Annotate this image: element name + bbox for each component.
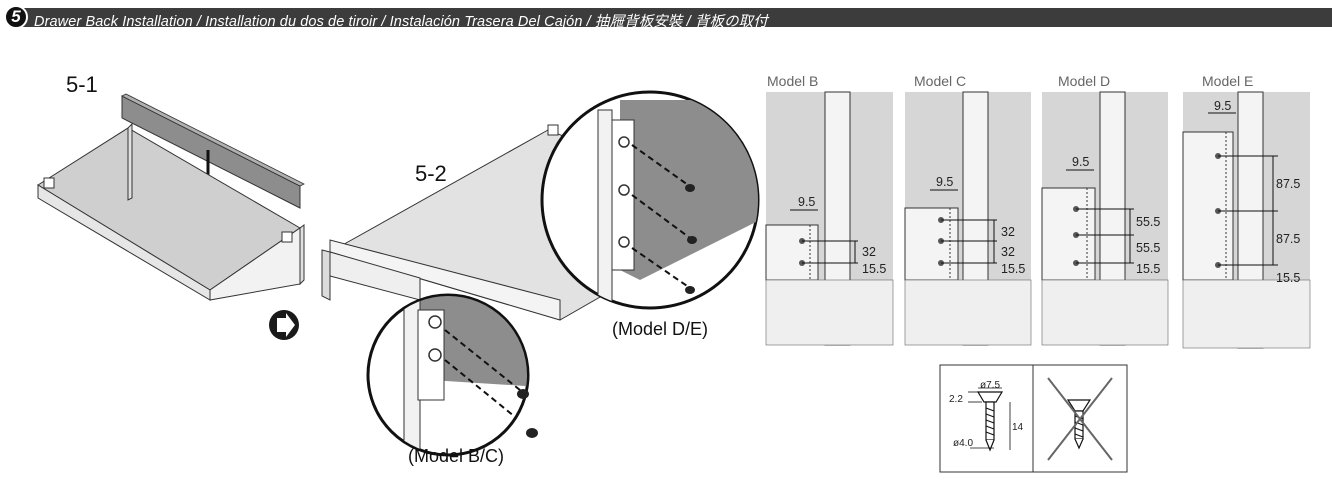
magnifier-model-de — [540, 90, 760, 310]
model-b-title: Model B — [767, 73, 819, 89]
model-c-dim-15-5: 15.5 — [1001, 262, 1025, 276]
next-arrow-icon — [269, 310, 299, 340]
spec-head-diameter: ø7.5 — [980, 380, 1000, 391]
model-e-title: Model E — [1202, 73, 1254, 89]
spec-head-height: 2.2 — [949, 394, 963, 405]
screw-spec-box: ø7.5 2.2 ø4.0 14 — [939, 364, 1128, 473]
model-c-panel: 9.5 32 32 15.5 — [904, 91, 1032, 346]
section-header: 5 Drawer Back Installation / Installatio… — [0, 5, 1332, 30]
model-c-dim-32-a: 32 — [1001, 225, 1015, 239]
model-e-dim-9-5: 9.5 — [1214, 99, 1231, 113]
caption-model-bc: (Model B/C) — [408, 446, 505, 466]
section-title: Drawer Back Installation / Installation … — [34, 14, 768, 30]
model-b-panel: 9.5 32 15.5 — [765, 91, 894, 346]
screw-icon — [976, 391, 1004, 452]
model-d-title: Model D — [1058, 73, 1111, 89]
magnifier-model-bc — [366, 293, 538, 457]
crossed-out-screw-icon — [1047, 377, 1113, 461]
drawer-step1-illustration — [37, 93, 305, 301]
model-b-dim-15-5: 15.5 — [862, 262, 886, 276]
model-c-title: Model C — [914, 73, 967, 89]
step-5-2-label: 5-2 — [415, 161, 447, 186]
model-d-dim-15-5: 15.5 — [1136, 262, 1160, 276]
spec-shank-diameter: ø4.0 — [953, 438, 973, 449]
model-e-dim-15-5: 15.5 — [1276, 271, 1300, 285]
model-d-dim-55-5-b: 55.5 — [1136, 241, 1160, 255]
model-c-dim-32-b: 32 — [1001, 245, 1015, 259]
step-5-1-label: 5-1 — [66, 72, 98, 97]
model-d-dim-9-5: 9.5 — [1072, 155, 1089, 169]
model-d-dim-55-5-a: 55.5 — [1136, 215, 1160, 229]
screw-icon — [517, 389, 538, 438]
spec-length: 14 — [1012, 422, 1024, 433]
header-bar — [14, 8, 1332, 27]
model-b-dim-9-5: 9.5 — [798, 195, 815, 209]
model-c-dim-9-5: 9.5 — [936, 175, 953, 189]
caption-model-de: (Model D/E) — [612, 319, 709, 339]
model-d-panel: 9.5 55.5 55.5 15.5 — [1041, 91, 1169, 346]
model-b-dim-32: 32 — [862, 245, 876, 259]
model-e-dim-87-5-a: 87.5 — [1276, 177, 1300, 191]
model-e-panel: 9.5 87.5 87.5 15.5 — [1182, 91, 1311, 349]
model-e-dim-87-5-b: 87.5 — [1276, 232, 1300, 246]
step-number-badge: 5 — [4, 5, 28, 29]
